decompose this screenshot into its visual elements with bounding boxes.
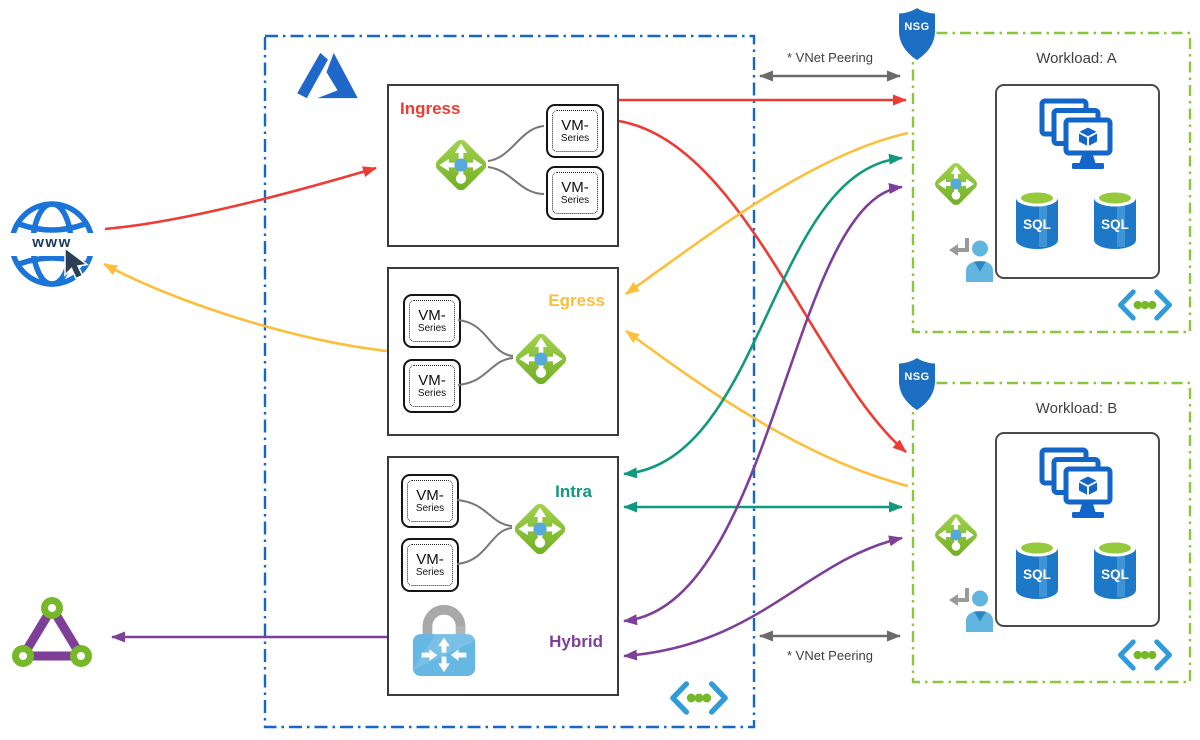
- vm-scale-set-icon: [1039, 447, 1115, 524]
- hybrid-label: Hybrid: [549, 632, 603, 651]
- intra-hybrid-firewall-box: Intra Hybrid VM-Series VM-Series: [387, 456, 619, 696]
- vm-series-box: VM-Series: [546, 166, 604, 220]
- egress-firewall-box: Egress VM-Series VM-Series: [387, 267, 619, 436]
- sql-database-icon: SQL: [1014, 538, 1060, 602]
- vm-series-label: VM-: [561, 179, 589, 196]
- vm-series-box: VM-Series: [401, 538, 459, 592]
- sql-label: SQL: [1101, 217, 1129, 232]
- ingress-label: Ingress: [400, 99, 461, 118]
- flow-internet-to-ingress: [104, 166, 377, 231]
- www-label: www: [32, 234, 72, 251]
- flow-workload-a-to-egress: [625, 131, 909, 296]
- virtual-network-icon: [668, 680, 730, 721]
- sql-database-icon: SQL: [1092, 188, 1138, 252]
- sql-label: SQL: [1101, 567, 1129, 582]
- flow-hybrid-workload-b: [623, 535, 903, 661]
- vm-series-label: VM-: [416, 487, 444, 504]
- flow-egress-to-internet: [103, 262, 388, 353]
- secured-router-lock-icon: [401, 602, 487, 681]
- vm-series-box: VM-Series: [403, 359, 461, 413]
- virtual-network-icon: [1116, 638, 1174, 677]
- intra-label: Intra: [555, 482, 592, 501]
- user-return-icon: [947, 584, 993, 637]
- load-balancer-icon: [931, 510, 981, 565]
- load-balancer-icon: [431, 135, 491, 200]
- vm-series-box: VM-Series: [546, 104, 604, 158]
- flow-workload-b-to-egress: [625, 329, 909, 488]
- nsg-label: NSG: [904, 371, 930, 383]
- sql-database-icon: SQL: [1014, 188, 1060, 252]
- on-prem-network-triangle-icon: [10, 594, 94, 675]
- egress-label: Egress: [548, 291, 605, 310]
- vm-series-box: VM-Series: [403, 294, 461, 348]
- vm-series-label: VM-: [418, 372, 446, 389]
- vnet-peering-top-label: * VNet Peering: [787, 50, 873, 65]
- vm-series-box: VM-Series: [401, 474, 459, 528]
- load-balancer-icon: [510, 499, 570, 564]
- flow-intra-workload-a: [623, 153, 903, 479]
- sql-label: SQL: [1023, 217, 1051, 232]
- vm-series-label: VM-: [418, 307, 446, 324]
- virtual-network-icon: [1116, 288, 1174, 327]
- azure-logo: [296, 50, 358, 105]
- sql-label: SQL: [1023, 567, 1051, 582]
- load-balancer-icon: [931, 159, 981, 214]
- sql-database-icon: SQL: [1092, 538, 1138, 602]
- user-return-icon: [947, 234, 993, 287]
- workload-b-title: Workload: B: [1035, 400, 1118, 417]
- load-balancer-icon: [511, 329, 571, 394]
- vm-scale-set-icon: [1039, 98, 1115, 175]
- workload-a-title: Workload: A: [1036, 50, 1117, 67]
- nsg-label: NSG: [904, 21, 930, 33]
- nsg-shield-icon: NSG: [897, 357, 937, 411]
- nsg-shield-icon: NSG: [897, 7, 937, 61]
- vnet-peering-bottom-label: * VNet Peering: [787, 648, 873, 663]
- vm-series-label: VM-: [416, 551, 444, 568]
- www-globe-icon: www: [6, 198, 98, 290]
- flow-hybrid-workload-a: [623, 183, 903, 626]
- vm-series-label: VM-: [561, 117, 589, 134]
- flow-ingress-to-workload-b: [618, 119, 907, 453]
- ingress-firewall-box: Ingress VM-Series VM-Series: [387, 84, 619, 247]
